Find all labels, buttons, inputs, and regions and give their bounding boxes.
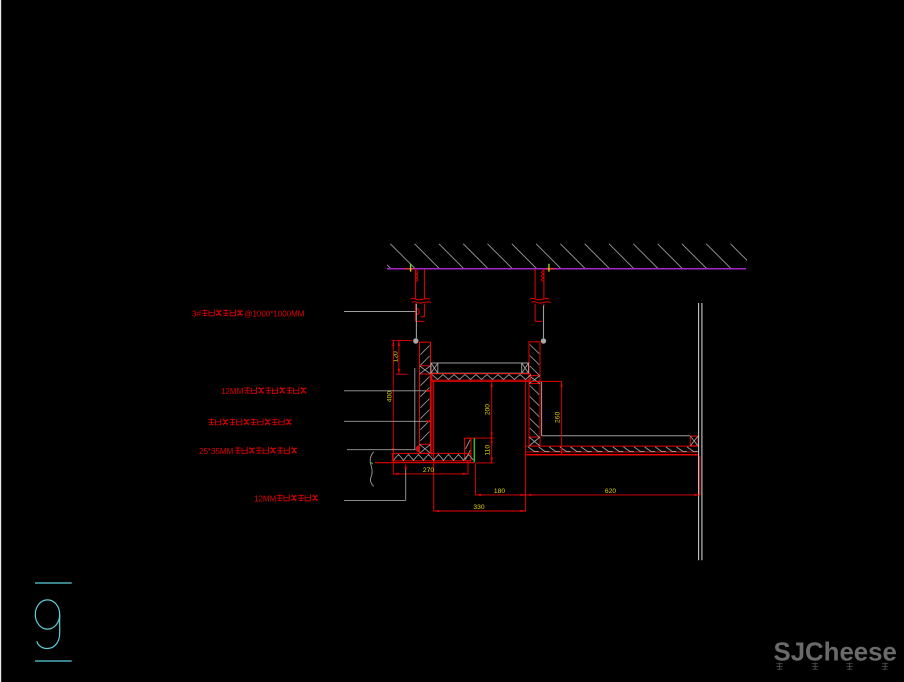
svg-text:SJCheese: SJCheese: [774, 639, 897, 667]
svg-text:110: 110: [485, 445, 492, 456]
svg-text:400: 400: [387, 391, 394, 402]
svg-text:330: 330: [473, 504, 484, 511]
svg-text:120: 120: [392, 351, 399, 362]
svg-text:3#: 3#: [192, 309, 201, 318]
svg-text:260: 260: [554, 412, 561, 423]
svg-text:12MM: 12MM: [221, 387, 244, 396]
svg-text:270: 270: [423, 467, 434, 474]
svg-text:620: 620: [605, 488, 616, 495]
svg-text:25*35MM: 25*35MM: [199, 447, 234, 456]
svg-text:12MM: 12MM: [254, 494, 277, 503]
svg-text:@1000*1000MM: @1000*1000MM: [244, 309, 304, 318]
svg-text:180: 180: [494, 488, 505, 495]
svg-text:200: 200: [485, 404, 492, 415]
